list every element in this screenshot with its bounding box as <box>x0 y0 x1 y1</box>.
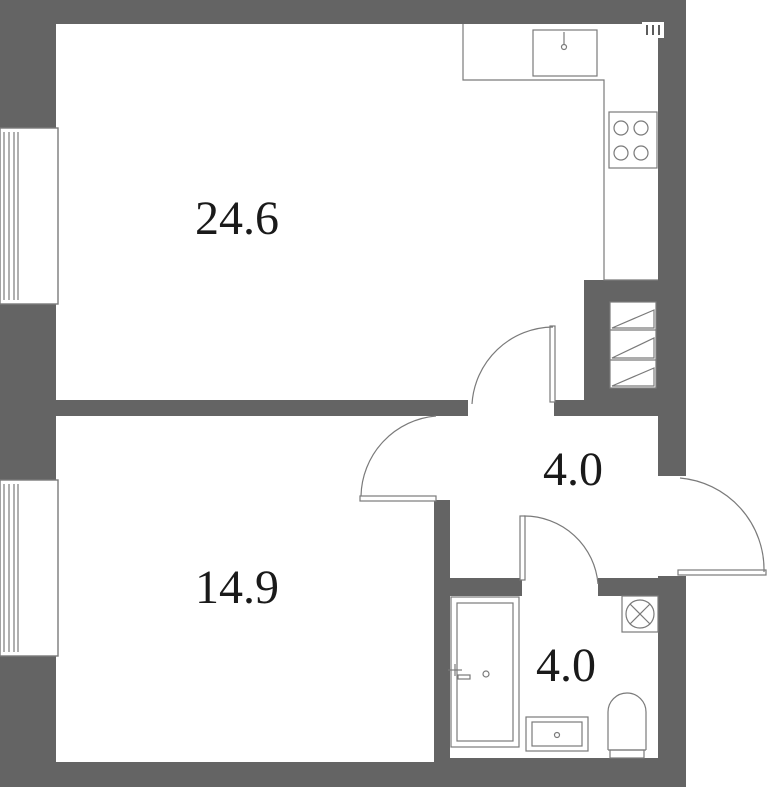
area-label-kitchen-living: 24.6 <box>195 192 279 245</box>
riser-icon <box>642 22 664 38</box>
washbasin-icon <box>525 716 589 752</box>
window-bedroom <box>0 479 59 657</box>
floor-drain-icon <box>621 595 659 633</box>
ventilation-icon <box>609 301 657 389</box>
area-label-hallway: 4.0 <box>543 443 603 496</box>
floor-bedroom <box>56 416 434 762</box>
door-bathroom <box>519 515 599 596</box>
toilet-icon <box>607 692 647 759</box>
wall-hall-corner <box>448 400 468 416</box>
floor-kitchen-living <box>56 24 658 400</box>
wall-bathroom-top <box>450 578 522 596</box>
wall-bathroom-top-right <box>598 578 658 596</box>
door-entrance <box>658 476 767 576</box>
wall-hall-left <box>434 500 450 762</box>
floor-hallway <box>450 416 658 578</box>
kitchen-sink-icon <box>532 29 598 77</box>
kitchen-counter <box>462 24 658 281</box>
area-label-bedroom: 14.9 <box>195 561 279 614</box>
stove-icon <box>608 111 658 169</box>
area-label-bathroom: 4.0 <box>536 639 596 692</box>
window-kitchen <box>0 127 59 305</box>
door-kitchen <box>468 325 556 416</box>
door-bedroom <box>359 415 450 502</box>
bathtub-icon <box>448 596 520 748</box>
